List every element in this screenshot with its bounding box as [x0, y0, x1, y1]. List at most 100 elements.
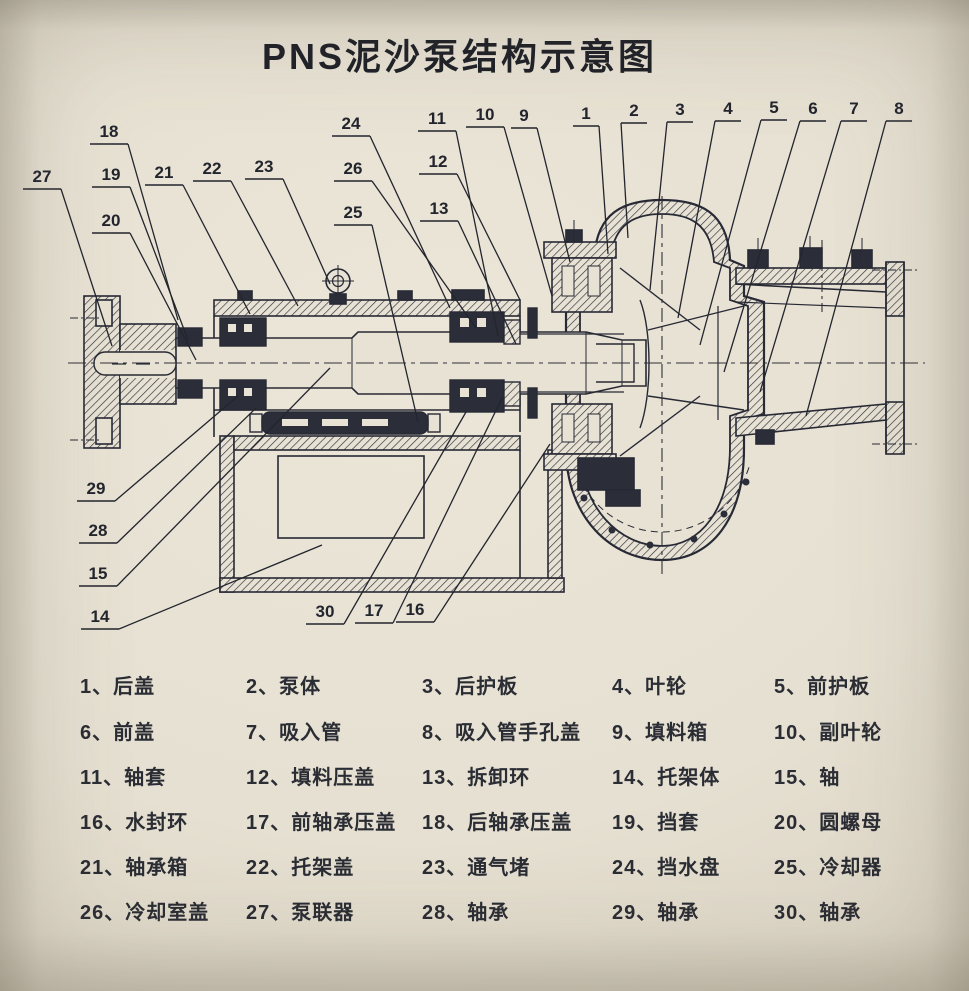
svg-text:30: 30 — [316, 602, 335, 621]
callout-27: 27 — [23, 167, 113, 347]
svg-text:8: 8 — [894, 99, 903, 118]
legend-item-17: 17、前轴承压盖 — [246, 812, 397, 834]
callout-6: 6 — [723, 99, 826, 373]
legend-item-27: 27、泵联器 — [246, 902, 355, 924]
legend-item-30: 30、轴承 — [774, 902, 862, 924]
svg-text:2: 2 — [629, 101, 638, 120]
svg-text:5: 5 — [769, 98, 778, 117]
suction-pipe — [735, 236, 918, 455]
callout-11: 11 — [418, 109, 499, 337]
svg-text:26: 26 — [344, 159, 363, 178]
svg-text:7: 7 — [849, 99, 858, 118]
legend-item-26: 26、冷却室盖 — [80, 902, 210, 924]
callout-24: 24 — [332, 114, 451, 309]
svg-text:20: 20 — [102, 211, 121, 230]
callout-2: 2 — [620, 101, 647, 239]
callout-21: 21 — [145, 163, 251, 315]
casing-bolts — [580, 478, 750, 549]
legend-item-12: 12、填料压盖 — [246, 767, 376, 789]
callout-4: 4 — [677, 99, 741, 319]
page-title: PNS泥沙泵结构示意图 — [261, 36, 658, 77]
svg-text:28: 28 — [89, 521, 108, 540]
legend-item-21: 21、轴承箱 — [80, 857, 189, 879]
svg-text:25: 25 — [344, 203, 363, 222]
svg-text:27: 27 — [33, 167, 52, 186]
callout-15: 15 — [79, 367, 331, 587]
legend-item-19: 19、挡套 — [612, 812, 700, 834]
bracket-body — [219, 435, 565, 593]
svg-text:9: 9 — [519, 106, 528, 125]
callout-20: 20 — [92, 211, 197, 361]
callout-14: 14 — [81, 544, 323, 630]
cooler — [249, 411, 441, 435]
svg-text:12: 12 — [429, 152, 448, 171]
legend-item-8: 8、吸入管手孔盖 — [422, 722, 582, 744]
callout-25: 25 — [334, 203, 419, 423]
callout-10: 10 — [466, 105, 553, 297]
legend-item-5: 5、前护板 — [774, 676, 871, 698]
svg-text:21: 21 — [155, 163, 174, 182]
svg-text:10: 10 — [476, 105, 495, 124]
callout-13: 13 — [420, 199, 517, 345]
legend-item-28: 28、轴承 — [422, 902, 510, 924]
legend-item-25: 25、冷却器 — [774, 857, 883, 879]
svg-text:1: 1 — [581, 104, 590, 123]
legend-item-24: 24、挡水盘 — [612, 857, 721, 879]
legend-item-11: 11、轴套 — [80, 767, 167, 789]
stuffing-box — [543, 220, 641, 507]
svg-text:3: 3 — [675, 100, 684, 119]
svg-text:11: 11 — [428, 109, 446, 128]
legend-item-9: 9、填料箱 — [612, 722, 709, 744]
callout-28: 28 — [79, 407, 257, 544]
callout-23: 23 — [245, 157, 331, 285]
svg-text:17: 17 — [365, 601, 384, 620]
callout-29: 29 — [77, 395, 239, 502]
legend-item-6: 6、前盖 — [80, 722, 156, 744]
callout-19: 19 — [92, 165, 189, 341]
svg-text:24: 24 — [342, 114, 361, 133]
legend-item-3: 3、后护板 — [422, 676, 519, 698]
callout-12: 12 — [419, 152, 521, 301]
vent-plug — [322, 265, 354, 305]
callout-30: 30 — [306, 411, 467, 625]
legend-item-4: 4、叶轮 — [612, 676, 688, 698]
callout-1: 1 — [573, 104, 609, 255]
svg-text:15: 15 — [89, 564, 108, 583]
svg-text:16: 16 — [406, 600, 425, 619]
centerlines — [68, 196, 925, 574]
callout-17: 17 — [355, 397, 503, 624]
legend-item-14: 14、托架体 — [612, 767, 721, 789]
legend-item-18: 18、后轴承压盖 — [422, 812, 573, 834]
svg-text:19: 19 — [102, 165, 121, 184]
callout-16: 16 — [396, 443, 551, 623]
svg-text:14: 14 — [91, 607, 110, 626]
legend-item-16: 16、水封环 — [80, 812, 189, 834]
svg-text:6: 6 — [808, 99, 817, 118]
svg-text:23: 23 — [255, 157, 274, 176]
legend-item-13: 13、拆卸环 — [422, 767, 531, 789]
legend-item-7: 7、吸入管 — [246, 722, 343, 744]
callout-3: 3 — [649, 100, 693, 291]
pump-cross-section-drawing: 1112131091234567827181920212223242625292… — [23, 98, 925, 630]
callout-22: 22 — [193, 159, 299, 307]
callout-9: 9 — [511, 106, 571, 263]
svg-text:18: 18 — [100, 122, 119, 141]
legend-item-23: 23、通气堵 — [422, 857, 531, 879]
legend-item-10: 10、副叶轮 — [774, 722, 883, 744]
svg-text:22: 22 — [203, 159, 222, 178]
callout-8: 8 — [805, 99, 912, 417]
callout-7: 7 — [759, 99, 867, 393]
svg-text:29: 29 — [87, 479, 106, 498]
legend-item-22: 22、托架盖 — [246, 857, 355, 879]
callout-26: 26 — [334, 159, 477, 329]
bearings-and-glands — [177, 307, 538, 419]
legend-item-20: 20、圆螺母 — [774, 812, 883, 834]
legend-item-2: 2、泵体 — [246, 676, 322, 698]
svg-text:13: 13 — [430, 199, 449, 218]
legend-item-15: 15、轴 — [774, 767, 841, 789]
callout-5: 5 — [699, 98, 787, 346]
legend-item-1: 1、后盖 — [80, 676, 156, 698]
legend-item-29: 29、轴承 — [612, 902, 700, 924]
